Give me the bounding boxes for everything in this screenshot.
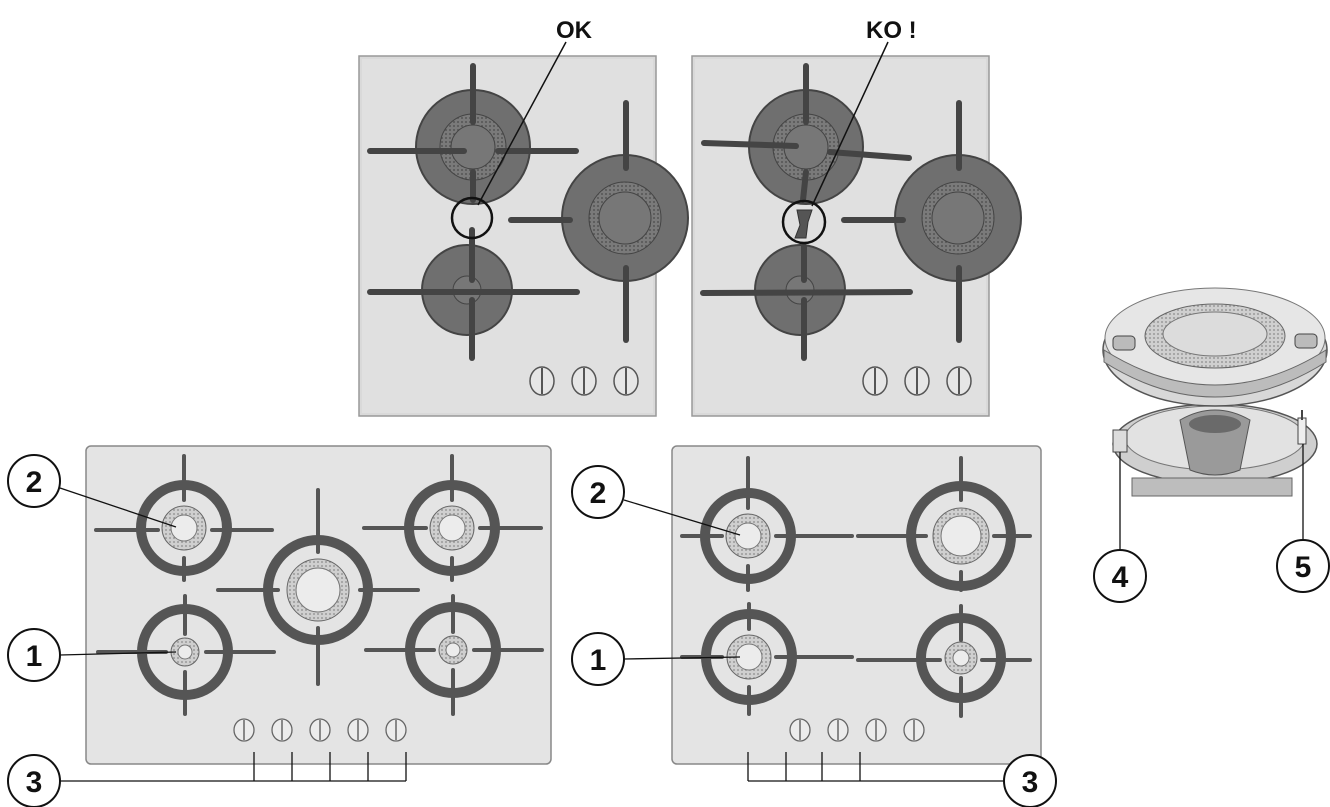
callout-2-left: 2	[7, 454, 177, 528]
ok-highlight-circle	[450, 196, 494, 240]
callout-2-right: 2	[571, 465, 741, 536]
hob-four-burner	[671, 445, 1042, 765]
control-knobs	[529, 366, 639, 396]
ok-label: OK	[556, 17, 593, 44]
callout-1-left: 1	[7, 628, 177, 682]
callout-3-left: 3	[7, 752, 407, 807]
burner-five-top-right	[362, 454, 543, 582]
callout-number: 2	[590, 477, 607, 510]
burner-top-left	[701, 63, 912, 205]
control-knobs-four	[789, 718, 925, 742]
callout-number: 3	[26, 766, 43, 799]
callout-number: 1	[26, 640, 43, 673]
hob-correct-grid	[358, 41, 689, 417]
burner-four-top-left	[680, 456, 854, 592]
burner-top-left	[367, 63, 579, 205]
burner-five-bottom-right	[364, 594, 544, 716]
ko-highlight-circle	[781, 199, 827, 245]
hob-incorrect-grid	[691, 41, 1022, 417]
burner-four-bottom-right	[856, 604, 1032, 718]
burner-five-center	[216, 488, 420, 686]
burner-bottom-left	[700, 243, 913, 361]
burner-large-right	[508, 100, 689, 343]
callout-1-right: 1	[571, 632, 741, 686]
control-knobs	[862, 366, 972, 396]
callout-4: 4	[1093, 452, 1147, 603]
burner-large-right	[841, 100, 1022, 343]
callout-number: 2	[26, 466, 43, 499]
callout-5: 5	[1276, 444, 1330, 593]
ko-label: KO !	[866, 17, 917, 44]
hob-five-burner	[85, 445, 552, 765]
burner-five-top-left	[94, 454, 274, 582]
control-knobs-five	[233, 718, 407, 742]
burner-bottom-left	[367, 227, 580, 361]
callout-number: 3	[1022, 766, 1039, 799]
callout-number: 4	[1112, 561, 1129, 594]
burner-four-top-right	[856, 456, 1032, 592]
callout-number: 1	[590, 644, 607, 677]
callout-number: 5	[1295, 551, 1312, 584]
callout-3-right: 3	[747, 752, 1057, 807]
burner-exploded-view	[1102, 287, 1328, 497]
